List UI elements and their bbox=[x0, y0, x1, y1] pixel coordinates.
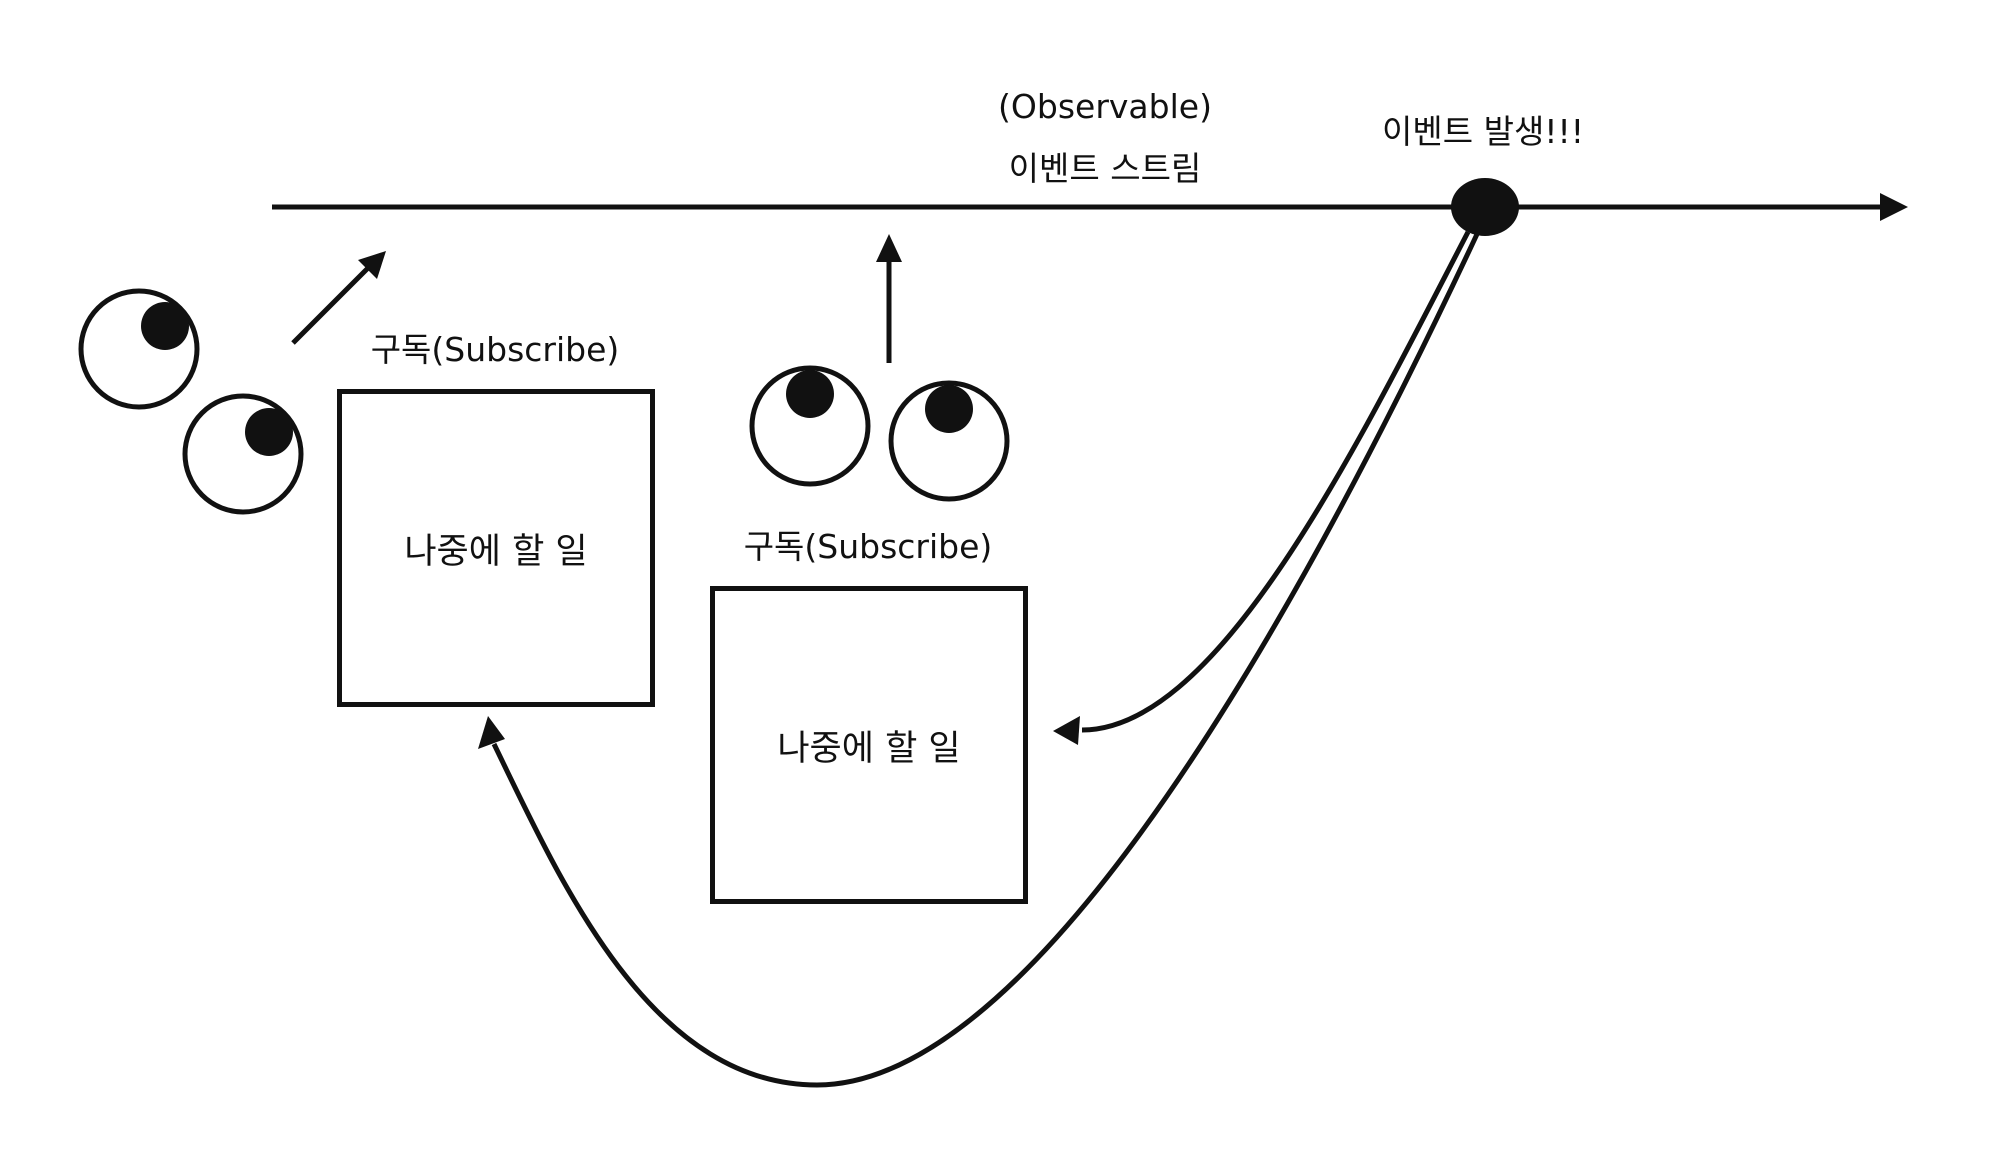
left-subscribe-arrow bbox=[291, 251, 386, 345]
task-label-left: 나중에 할 일 bbox=[404, 531, 588, 572]
timeline-arrowhead bbox=[1880, 193, 1908, 221]
left-eyes-icon bbox=[78, 288, 304, 515]
task-box-left: 나중에 할 일 bbox=[337, 389, 655, 707]
stream-label: 이벤트 스트림 bbox=[1008, 149, 1202, 188]
pupil-icon bbox=[925, 385, 973, 433]
right-eyes-icon bbox=[749, 365, 1010, 502]
eye-icon bbox=[888, 380, 1010, 502]
event-stream-timeline bbox=[272, 193, 1908, 221]
task-box-right: 나중에 할 일 bbox=[710, 586, 1028, 904]
right-subscribe-arrow bbox=[876, 234, 902, 363]
pupil-icon bbox=[141, 302, 189, 350]
event-callback-arrow-right bbox=[1053, 230, 1471, 745]
pupil-icon bbox=[786, 370, 834, 418]
subscribe-label-right: 구독(Subscribe) bbox=[743, 527, 993, 566]
subscribe-label-left: 구독(Subscribe) bbox=[370, 330, 620, 369]
event-dot bbox=[1451, 178, 1519, 236]
eye-icon bbox=[749, 365, 871, 487]
event-callback-arrow-left bbox=[478, 230, 1481, 1088]
observable-label: (Observable) bbox=[998, 87, 1212, 126]
pupil-icon bbox=[245, 408, 293, 456]
task-label-right: 나중에 할 일 bbox=[777, 728, 961, 769]
event-label: 이벤트 발생!!! bbox=[1382, 112, 1584, 151]
